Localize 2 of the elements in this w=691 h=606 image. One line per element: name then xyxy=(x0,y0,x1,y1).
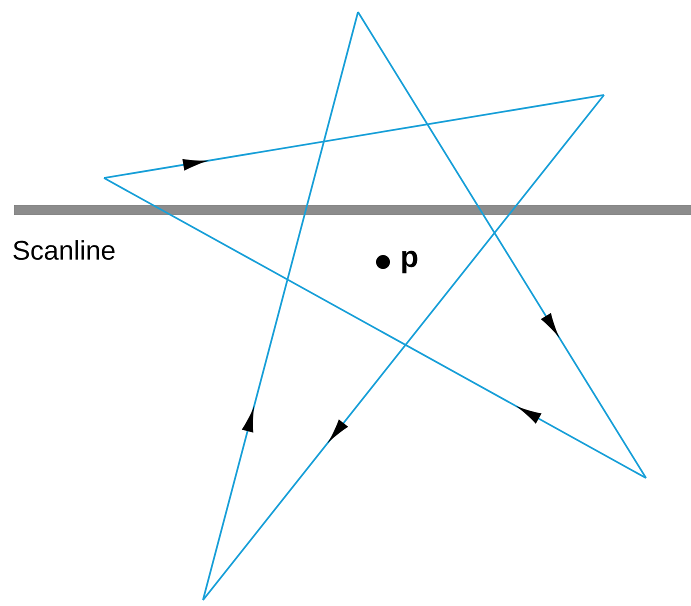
scanline-label: Scanline xyxy=(13,240,115,260)
point-label: p xyxy=(376,250,418,274)
